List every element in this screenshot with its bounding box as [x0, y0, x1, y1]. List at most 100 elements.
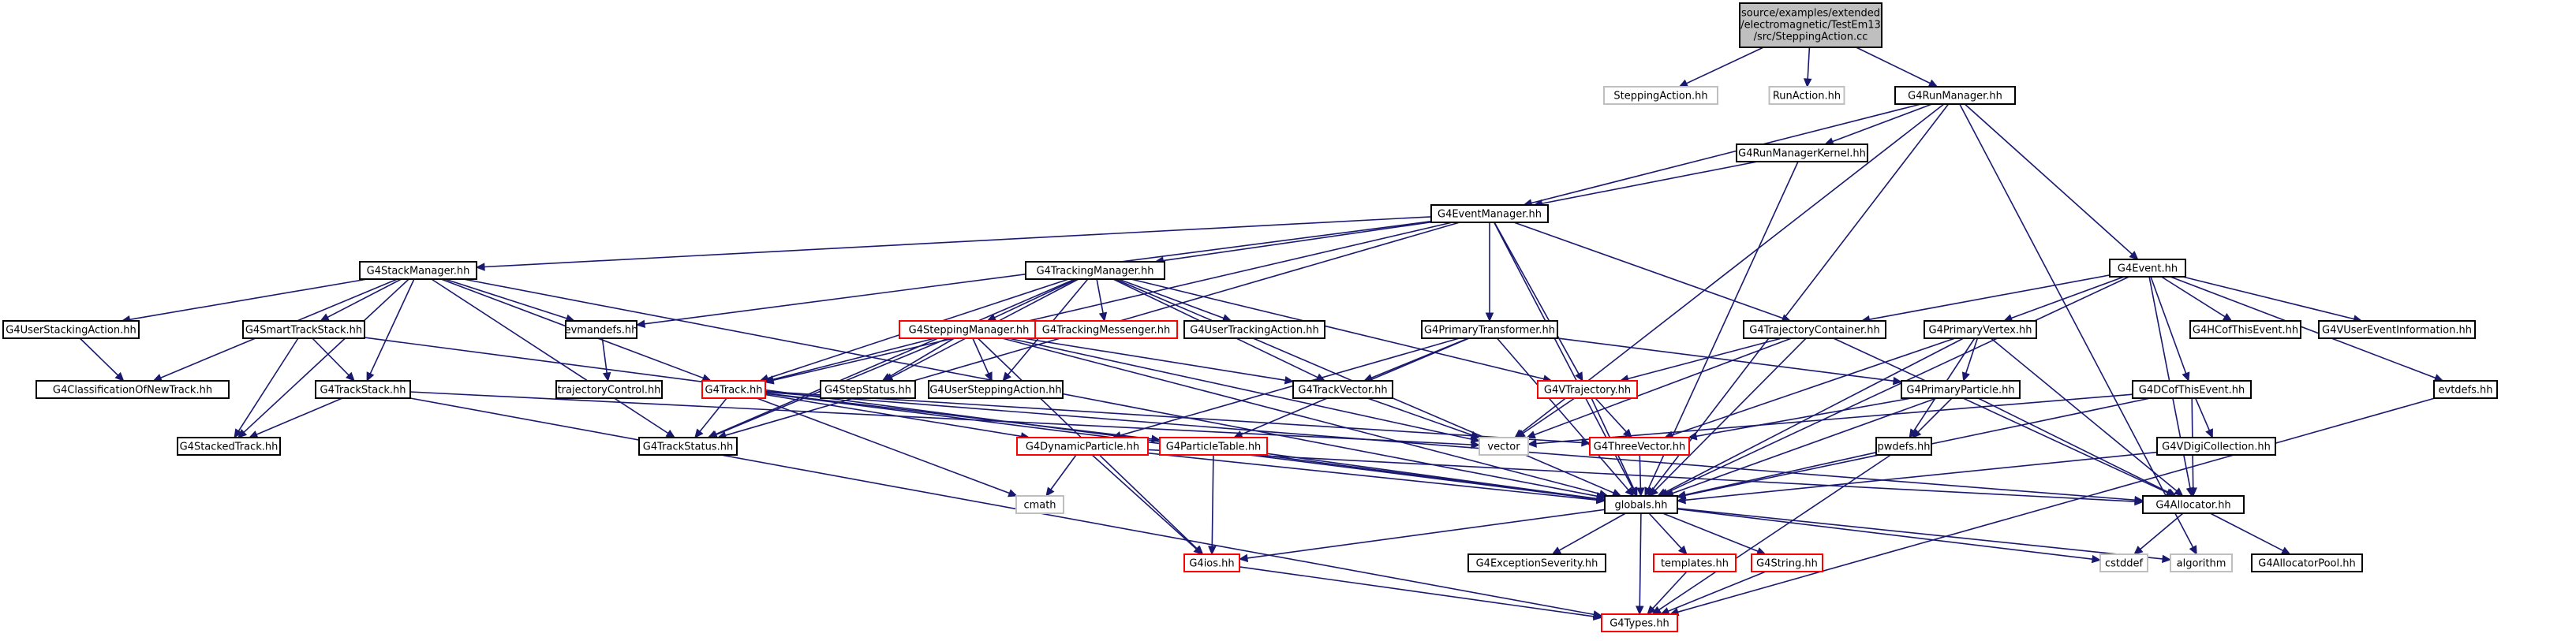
node-g4trackstatus[interactable]: G4TrackStatus.hh — [638, 437, 738, 456]
node-g4runmanagerkernel[interactable]: G4RunManagerKernel.hh — [1736, 143, 1868, 162]
node-g4string[interactable]: G4String.hh — [1751, 553, 1823, 572]
edge-arrowhead — [1575, 371, 1583, 382]
edge-line — [1684, 451, 2158, 501]
node-g4trackvector[interactable]: G4TrackVector.hh — [1292, 380, 1393, 399]
edge-arrowhead — [1471, 440, 1481, 449]
edge-arrowhead — [2189, 545, 2197, 556]
node-templates[interactable]: templates.hh — [1653, 553, 1737, 572]
node-cstddef[interactable]: cstddef — [2099, 553, 2148, 572]
node-g4classificationofnewtrack[interactable]: G4ClassificationOfNewTrack.hh — [36, 380, 230, 399]
node-g4trajectorycontainer[interactable]: G4TrajectoryContainer.hh — [1743, 320, 1886, 339]
node-g4primarytransformer[interactable]: G4PrimaryTransformer.hh — [1421, 320, 1558, 339]
edge-G4VDigiCollection-to-globals — [1676, 451, 2158, 505]
node-g4usertrackingaction[interactable]: G4UserTrackingAction.hh — [1183, 320, 1325, 339]
node-g4allocatorpool[interactable]: G4AllocatorPool.hh — [2251, 553, 2363, 572]
node-g4runmanager[interactable]: G4RunManager.hh — [1894, 86, 2016, 105]
edge-arrowhead — [320, 313, 330, 322]
node-g4ios[interactable]: G4ios.hh — [1183, 553, 1240, 572]
node-g4trackstack[interactable]: G4TrackStack.hh — [315, 380, 411, 399]
node-g4eventmanager[interactable]: G4EventManager.hh — [1430, 204, 1549, 223]
node-g4types[interactable]: G4Types.hh — [1601, 613, 1678, 632]
node-g4stepstatus[interactable]: G4StepStatus.hh — [820, 380, 916, 399]
node-label: G4TrajectoryContainer.hh — [1749, 325, 1879, 337]
node-g4steppingmanager[interactable]: G4SteppingManager.hh — [899, 320, 1039, 339]
node-g4stackedtrack[interactable]: G4StackedTrack.hh — [177, 437, 281, 456]
node-g4stackmanager[interactable]: G4StackManager.hh — [359, 261, 477, 280]
edge-line — [888, 337, 955, 378]
node-vector[interactable]: vector — [1479, 437, 1529, 456]
node-g4hcofthisevent[interactable]: G4HCofThisEvent.hh — [2189, 320, 2301, 339]
node-evtdefs[interactable]: evtdefs.hh — [2433, 380, 2498, 399]
node-label: G4TrackVector.hh — [1298, 385, 1387, 397]
edge-arrowhead — [1629, 486, 1638, 498]
edge-line — [1807, 47, 1811, 80]
edge-line — [369, 278, 415, 375]
node-runaction[interactable]: RunAction.hh — [1768, 86, 1845, 105]
node-label: evmandefs.hh — [565, 325, 638, 337]
edge-line — [1658, 454, 1891, 611]
edge-line — [237, 337, 299, 432]
edge-line — [1001, 337, 1601, 495]
node-label: G4Event.hh — [2118, 263, 2178, 275]
edge-line — [1833, 337, 2168, 494]
edge-G4StackManager-to-G4UserStackingAction — [121, 278, 368, 324]
node-g4primaryvertex[interactable]: G4PrimaryVertex.hh — [1924, 320, 2037, 339]
edge-G4Track-to-G4ParticleTable — [765, 392, 1161, 443]
node-evmandefs[interactable]: evmandefs.hh — [565, 320, 638, 339]
node-globals[interactable]: globals.hh — [1604, 495, 1678, 514]
node-g4event[interactable]: G4Event.hh — [2109, 259, 2186, 278]
edge-line — [1917, 397, 1953, 433]
edge-arrowhead — [248, 430, 259, 438]
edge-arrowhead — [2133, 546, 2144, 555]
node-g4particletable[interactable]: G4ParticleTable.hh — [1159, 437, 1268, 456]
node-trajectorycontrol[interactable]: trajectoryControl.hh — [555, 380, 663, 399]
edge-G4DynamicParticle-to-cmath — [1045, 454, 1077, 497]
edge-G4TrajectoryContainer-to-vector — [1526, 337, 1792, 439]
node-g4vdigicollection[interactable]: G4VDigiCollection.hh — [2156, 437, 2276, 456]
node-g4threevector[interactable]: G4ThreeVector.hh — [1589, 437, 1690, 456]
edge-arrowhead — [1961, 371, 1970, 382]
edge-line — [1531, 103, 1921, 204]
edge-line — [1696, 397, 1912, 438]
node-g4dynamicparticle[interactable]: G4DynamicParticle.hh — [1016, 437, 1149, 456]
edge-line — [1534, 337, 1792, 436]
node-g4dcofthisevent[interactable]: G4DCofThisEvent.hh — [2132, 380, 2252, 399]
node-label: G4StackedTrack.hh — [180, 442, 279, 453]
node-steppingaction[interactable]: SteppingAction.hh — [1603, 86, 1718, 105]
node-g4primaryparticle[interactable]: G4PrimaryParticle.hh — [1901, 380, 2021, 399]
edge-G4RunManager-to-G4Event — [1964, 103, 2139, 260]
node-root: source/examples/extended /electromagneti… — [1739, 2, 1882, 48]
node-label: G4PrimaryTransformer.hh — [1424, 325, 1555, 337]
node-g4usersteppingaction[interactable]: G4UserSteppingAction.hh — [928, 380, 1064, 399]
node-g4allocator[interactable]: G4Allocator.hh — [2142, 495, 2245, 514]
edge-G4PrimaryParticle-to-G4Allocator — [1977, 397, 2177, 497]
node-pwdefs[interactable]: pwdefs.hh — [1875, 437, 1932, 456]
node-g4trackingmanager[interactable]: G4TrackingManager.hh — [1025, 261, 1165, 280]
node-g4track[interactable]: G4Track.hh — [701, 380, 766, 399]
edge-arrowhead — [1238, 553, 1249, 563]
node-g4exceptionseverity[interactable]: G4ExceptionSeverity.hh — [1467, 553, 1606, 572]
edge-G4SteppingManager-to-G4TrackVector — [1023, 337, 1295, 385]
node-g4userstackingaction[interactable]: G4UserStackingAction.hh — [2, 320, 140, 339]
edge-arrowhead — [984, 371, 993, 382]
edge-G4TrackStack-to-G4Types — [409, 397, 1603, 619]
node-box — [1601, 613, 1678, 632]
node-g4vusereventinformation[interactable]: G4VUserEventInformation.hh — [2318, 320, 2476, 339]
edge-G4DynamicParticle-to-G4ios — [1091, 454, 1203, 555]
node-cmath[interactable]: cmath — [1015, 495, 1064, 514]
edge-line — [1211, 454, 1214, 547]
node-g4smarttrackstack[interactable]: G4SmartTrackStack.hh — [242, 320, 365, 339]
edge-arrowhead — [346, 371, 355, 382]
node-box — [1743, 320, 1886, 339]
node-algorithm[interactable]: algorithm — [2170, 553, 2233, 572]
node-g4trackingmessenger[interactable]: G4TrackingMessenger.hh — [1034, 320, 1178, 339]
edge-G4EventManager-to-G4TrajectoryContainer — [1513, 222, 1792, 322]
node-label: SteppingAction.hh — [1613, 91, 1707, 102]
node-label: G4PrimaryParticle.hh — [1906, 385, 2014, 397]
node-box — [2099, 553, 2148, 572]
node-g4vtrajectory[interactable]: G4VTrajectory.hh — [1537, 380, 1638, 399]
edge-line — [431, 278, 669, 434]
edge-line — [2140, 512, 2184, 550]
edge-line — [765, 390, 1583, 444]
node-label: G4HCofThisEvent.hh — [2193, 325, 2298, 337]
